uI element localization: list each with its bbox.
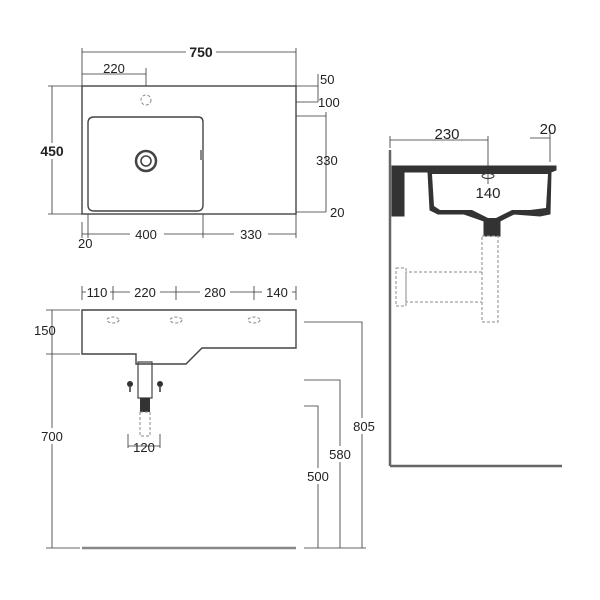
hole-2-label: 220 xyxy=(134,285,156,300)
bowl-width-label: 400 xyxy=(135,227,157,242)
bowl-notch xyxy=(200,150,204,160)
shelf-width-label: 330 xyxy=(240,227,262,242)
front-basin xyxy=(81,309,297,365)
drain-inner xyxy=(140,155,152,167)
hole-4-label: 140 xyxy=(266,285,288,300)
bowl-rear-label: 20 xyxy=(330,205,344,220)
hole-1-label: 110 xyxy=(87,285,108,300)
basin-section-inner xyxy=(432,174,548,218)
hole-3-label: 280 xyxy=(204,285,226,300)
mount-height-label: 700 xyxy=(41,429,63,444)
left-margin-label: 20 xyxy=(78,236,92,251)
height-500-label: 500 xyxy=(307,469,329,484)
side-view: 230 20 140 xyxy=(388,121,562,468)
tap-offset-label: 220 xyxy=(103,61,125,76)
overall-depth-label: 450 xyxy=(40,143,64,159)
tap-hole xyxy=(140,94,152,106)
front-view: 110 220 280 140 150 700 120 500 580 805 xyxy=(34,285,378,550)
basin-height-label: 150 xyxy=(34,323,56,338)
height-805-label: 805 xyxy=(353,419,375,434)
rim-thickness-label: 20 xyxy=(540,121,557,138)
top-view: 750 220 450 50 100 330 20 20 400 330 xyxy=(36,44,344,251)
rim-top-label: 50 xyxy=(320,72,334,87)
basin-section-gap xyxy=(408,174,428,212)
waste-spacing-label: 120 xyxy=(133,440,155,455)
height-580-label: 580 xyxy=(329,447,351,462)
trap-outline xyxy=(481,235,499,323)
bowl-depth-label: 330 xyxy=(316,153,338,168)
edge-to-bowl-label: 100 xyxy=(318,95,340,110)
overall-width-label: 750 xyxy=(189,44,213,60)
overflow-height-label: 140 xyxy=(475,185,500,202)
waste-from-wall-label: 230 xyxy=(434,126,459,143)
